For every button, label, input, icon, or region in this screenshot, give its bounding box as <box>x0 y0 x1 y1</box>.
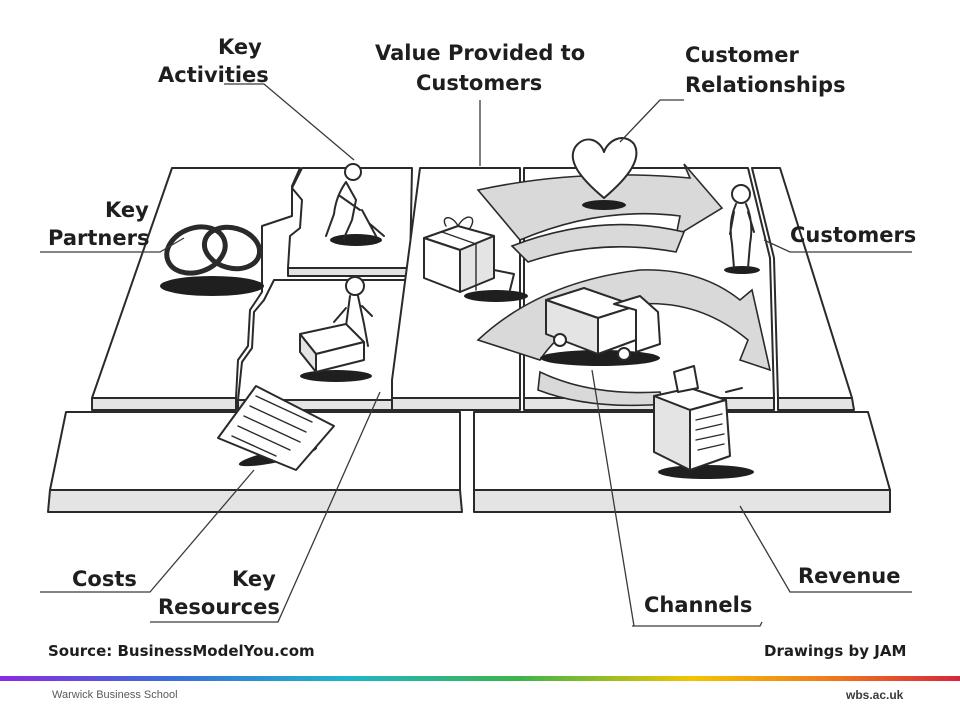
leader-lines <box>40 83 912 627</box>
delivery-truck-icon <box>540 287 661 366</box>
label-key-resources-line2: Resources <box>158 595 280 619</box>
label-revenue: Revenue <box>798 564 901 588</box>
worker-digging-icon <box>325 163 385 246</box>
label-value-line1: Value Provided to <box>375 41 585 65</box>
credits: Source: BusinessModelYou.com Drawings by… <box>48 642 906 660</box>
interlocking-rings-icon <box>160 224 264 296</box>
gift-box-icon <box>423 216 528 302</box>
label-customers: Customers <box>790 223 916 247</box>
customer-person-icon <box>724 184 760 274</box>
footer-school-name: Warwick Business School <box>52 689 178 701</box>
label-key-activities-line2: Activities <box>158 63 269 87</box>
label-key-resources-line1: Key <box>232 567 276 591</box>
label-relationships-line1: Customer <box>685 43 799 67</box>
block-labels: Key Activities Value Provided to Custome… <box>48 35 916 619</box>
footer-website: wbs.ac.uk <box>846 688 904 702</box>
label-key-partners-line2: Partners <box>48 226 149 250</box>
label-key-activities-line1: Key <box>218 35 262 59</box>
worker-with-machine-icon <box>299 276 373 382</box>
footer-rainbow-bar <box>0 676 960 681</box>
document-icon <box>217 385 335 471</box>
label-costs: Costs <box>72 567 137 591</box>
label-channels: Channels <box>644 593 752 617</box>
drawings-credit: Drawings by JAM <box>764 642 906 660</box>
heart-icon <box>571 137 638 210</box>
cash-register-icon <box>653 365 754 479</box>
label-relationships-line2: Relationships <box>685 73 846 97</box>
label-key-partners-line1: Key <box>105 198 149 222</box>
label-value-line2: Customers <box>416 71 542 95</box>
source-credit: Source: BusinessModelYou.com <box>48 642 315 660</box>
